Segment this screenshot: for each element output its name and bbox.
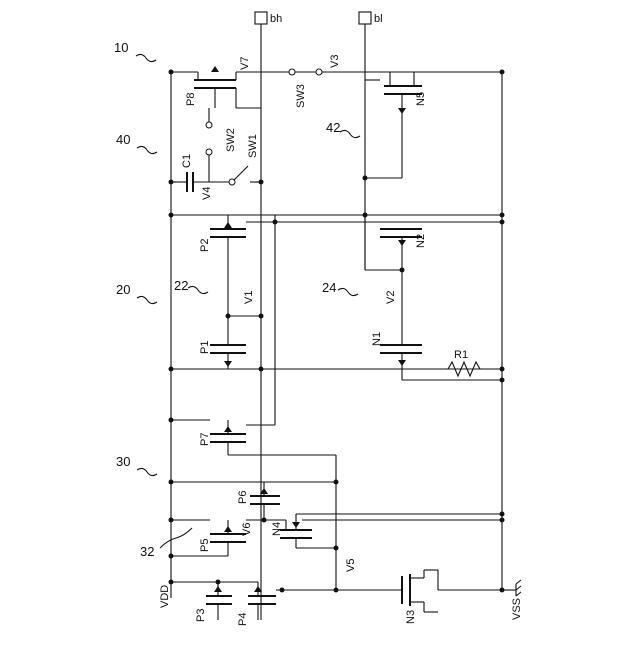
label-p3: P3 xyxy=(195,609,207,622)
label-n5: N5 xyxy=(415,92,427,106)
label-vdd: VDD xyxy=(159,585,171,608)
ref-label-42: 42 xyxy=(326,120,340,135)
label-sw3: SW3 xyxy=(295,84,307,108)
ref-label-24: 24 xyxy=(322,280,336,295)
label-p2: P2 xyxy=(199,239,211,252)
transistor-p2 xyxy=(210,215,246,316)
label-vss: VSS xyxy=(511,598,523,620)
bh-terminal xyxy=(255,12,267,24)
ref-label-20: 20 xyxy=(116,282,130,297)
label-sw1: SW1 xyxy=(247,134,259,158)
terminal-label-bh: bh xyxy=(270,13,282,25)
label-p5: P5 xyxy=(199,539,211,552)
label-p6: P6 xyxy=(237,491,249,504)
transistor-p8 xyxy=(171,66,502,108)
label-p1: P1 xyxy=(199,341,211,354)
label-n2: N2 xyxy=(415,234,427,248)
label-v3: V3 xyxy=(329,55,341,68)
transistor-p4 xyxy=(218,582,336,620)
label-v7: V7 xyxy=(239,57,251,70)
ref-label-30: 30 xyxy=(116,454,130,469)
ref-label-32: 32 xyxy=(140,544,154,559)
transistor-n1 xyxy=(380,270,422,380)
label-n3: N3 xyxy=(405,610,417,624)
transistor-n5 xyxy=(365,72,422,178)
label-v5: V5 xyxy=(345,559,357,572)
switch-sw2 xyxy=(206,108,212,182)
label-p4: P4 xyxy=(237,613,249,626)
transistor-n3 xyxy=(336,570,502,612)
label-v4: V4 xyxy=(201,187,213,200)
terminal-label-bl: bl xyxy=(374,13,383,25)
transistor-n4 xyxy=(280,514,502,548)
switch-sw1 xyxy=(229,166,261,185)
transistor-n2 xyxy=(365,215,422,270)
label-p8: P8 xyxy=(185,93,197,106)
vss-ground-symbol xyxy=(502,580,521,596)
bl-terminal xyxy=(359,12,371,24)
label-sw2: SW2 xyxy=(225,128,237,152)
ref-label-40: 40 xyxy=(116,132,130,147)
label-r1: R1 xyxy=(454,349,468,361)
ref-label-10: 10 xyxy=(114,40,128,55)
label-v6: V6 xyxy=(241,523,253,536)
transistor-p7 xyxy=(171,215,336,455)
transistor-p1 xyxy=(210,316,246,369)
ref-label-22: 22 xyxy=(174,278,188,293)
label-n1: N1 xyxy=(371,332,383,346)
label-p7: P7 xyxy=(199,433,211,446)
capacitor-c1 xyxy=(171,172,229,192)
label-c1: C1 xyxy=(181,154,193,168)
label-v2: V2 xyxy=(385,291,397,304)
label-n4: N4 xyxy=(271,522,283,536)
label-v1: V1 xyxy=(243,291,255,304)
